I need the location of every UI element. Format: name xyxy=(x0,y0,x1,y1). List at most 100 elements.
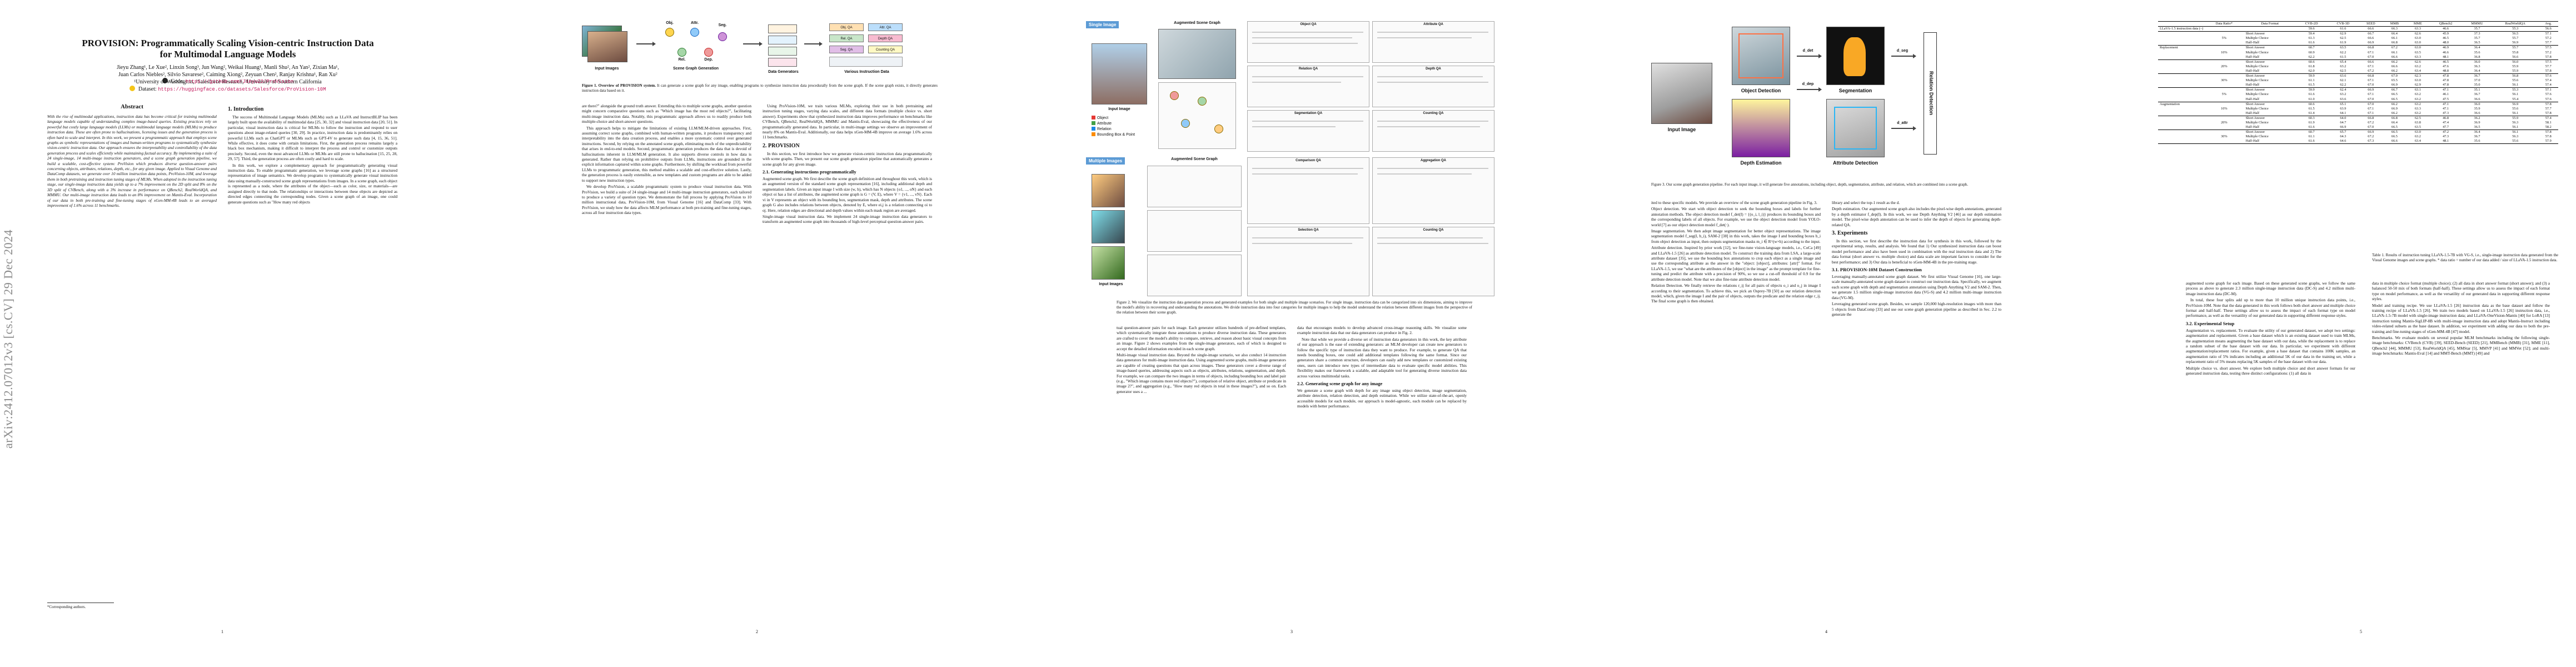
panel-attribute-qa: Attribute QA xyxy=(1372,21,1494,63)
table-cell: 57.2 xyxy=(2545,50,2552,54)
format-cell: Half-Half xyxy=(2245,68,2260,73)
section-2-2-heading: 2.2. Generating scene graph for any imag… xyxy=(1297,381,1383,387)
table-cell: 59.9 xyxy=(2295,73,2328,79)
table-cell: 57.1 xyxy=(2538,31,2558,37)
table-cell: 56.3 xyxy=(2512,135,2519,139)
table-cell: 67.0 xyxy=(2368,125,2374,130)
ratio-cell xyxy=(2204,87,2244,93)
ratio-cell xyxy=(2204,59,2244,64)
p3-paragraph-4: Note that while we provide a diverse set… xyxy=(1297,336,1467,379)
legend-swatch-bbox xyxy=(1092,132,1095,136)
table-cell: 63.0 xyxy=(2406,130,2430,135)
section-2-heading: 2. PROVISION xyxy=(763,142,800,149)
section-2-1-paragraph-1: Augmented scene graph. We first describe… xyxy=(763,176,932,213)
segmentation-label: Segmentation xyxy=(1838,88,1872,93)
panel-comparison-qa: Comparison QA xyxy=(1247,157,1369,224)
table-cell: 63.9 xyxy=(2340,106,2346,111)
table-cell: 35.9 xyxy=(2474,106,2480,111)
intro-paragraph-2: In this work, we explore a complementary… xyxy=(228,162,397,205)
table-cell: 61.1 xyxy=(2308,78,2315,83)
legend-object: Object xyxy=(1092,116,1108,120)
section-3-2-paragraph-1: Augmentation vs. replacement. To evaluat… xyxy=(2186,327,2355,365)
table-cell: 57.5 xyxy=(2538,59,2558,64)
table-cell: 61.1 xyxy=(2308,135,2315,139)
table-cell: 63.5 xyxy=(2414,125,2421,130)
arrow-to-sg xyxy=(636,42,656,46)
group-label xyxy=(2158,59,2205,64)
table-cell: 36.0 xyxy=(2462,59,2493,64)
dataset-url-link[interactable]: https://huggingface.co/datasets/Salesfor… xyxy=(158,87,326,92)
ratio-cell xyxy=(2204,97,2244,102)
code-url-link[interactable]: https://github.com/JieyuZ2/ProVision xyxy=(185,79,294,84)
format-cell: Multiple Choice xyxy=(2245,135,2269,139)
table-cell: 47.8 xyxy=(2443,83,2449,87)
legend-label-attribute: Attribute xyxy=(1097,122,1112,126)
page-4: Input Image Object Detection Depth Estim… xyxy=(1604,0,2049,667)
table-cell: 46.9 xyxy=(2429,45,2463,51)
text-line xyxy=(1377,243,1488,244)
p2-paragraph-2: This approach helps to mitigate the limi… xyxy=(582,125,751,183)
group-label xyxy=(2158,125,2204,130)
table-cell: 47.5 xyxy=(2443,97,2449,101)
figure-1-caption-text: It can generate a scene graph for any im… xyxy=(582,83,938,93)
page3-left-column: tual question-answer pairs for each imag… xyxy=(1117,325,1286,395)
group-label: Augmentation xyxy=(2158,101,2205,107)
page-number: 5 xyxy=(2360,629,2362,634)
header-seed: SEED xyxy=(2359,21,2383,27)
format-cell: Multiple Choice xyxy=(2245,120,2269,125)
table-cell: 63.6 xyxy=(2340,97,2346,101)
table-cell: 66.9 xyxy=(2391,83,2398,87)
format-cell: Half-Half xyxy=(2245,83,2260,87)
table-cell: 57.8 xyxy=(2545,54,2552,59)
figure-3-caption: Figure 3. Our scene graph generation pip… xyxy=(1651,182,1969,187)
page4-right-column: library and select the top-1 result as t… xyxy=(1832,200,2001,318)
table-cell: 64.3 xyxy=(2340,135,2346,139)
table-cell: 46.1 xyxy=(2443,92,2449,97)
p4-paragraph-1: ited to these specific models. We provid… xyxy=(1651,200,1817,205)
qa-type-4: Depth QA xyxy=(868,34,903,42)
text-line xyxy=(1252,43,1358,44)
footnote: *Corresponding authors. xyxy=(47,605,86,609)
table-cell: 55.3 xyxy=(2492,87,2539,93)
table-cell: 57.7 xyxy=(2545,64,2552,68)
table-cell: 66.5 xyxy=(2391,92,2398,97)
group-label xyxy=(2158,97,2204,102)
table-cell: 46.6 xyxy=(2443,27,2449,31)
page-3: Single Image Input Image Object Attribut… xyxy=(1069,0,1514,667)
pipeline-input-image-label: Input Image xyxy=(1667,127,1696,132)
panel-multi-counting-qa: Counting QA xyxy=(1372,227,1494,296)
panel-title: Depth QA xyxy=(1426,67,1441,71)
multi-sg-title: Augmented Scene Graph xyxy=(1171,157,1218,161)
ratio-cell: 10% xyxy=(2221,106,2228,111)
sg-label-dep: Dep. xyxy=(704,58,713,62)
table-cell: 56.5 xyxy=(2492,31,2539,37)
table-cell: 36.9 xyxy=(2474,120,2480,125)
ratio-cell: 5% xyxy=(2221,36,2227,41)
panel-title: Object QA xyxy=(1300,23,1317,26)
table-cell: 55.6 xyxy=(2492,139,2539,145)
legend-swatch-relation xyxy=(1092,127,1095,131)
format-cell: Multiple Choice xyxy=(2245,64,2269,68)
table-cell: 35.6 xyxy=(2474,50,2480,54)
header-mme: MME xyxy=(2406,21,2430,27)
format-cell: Short Answer xyxy=(2244,31,2296,37)
table-cell: 67.2 xyxy=(2368,120,2374,125)
table-cell: 63.2 xyxy=(2414,135,2421,139)
text-line xyxy=(1252,173,1358,175)
table-cell: 60.6 xyxy=(2295,101,2328,107)
panel-title: Relation QA xyxy=(1298,67,1318,71)
text-line xyxy=(1377,37,1472,38)
paper-title: PROVISION: Programmatically Scaling Visi… xyxy=(33,38,422,60)
panel-segmentation-qa: Segmentation QA xyxy=(1247,110,1369,152)
header-avg: Avg. xyxy=(2538,21,2558,27)
dataset-label: Dataset: xyxy=(138,86,157,92)
generator-box-4 xyxy=(768,58,797,67)
table-cell: 65.1 xyxy=(2327,101,2359,107)
table-cell: 64.6 xyxy=(2327,139,2359,145)
table-cell: 66.8 xyxy=(2391,41,2398,45)
table-cell: 66.2 xyxy=(2391,111,2398,115)
text-line xyxy=(1252,32,1363,33)
